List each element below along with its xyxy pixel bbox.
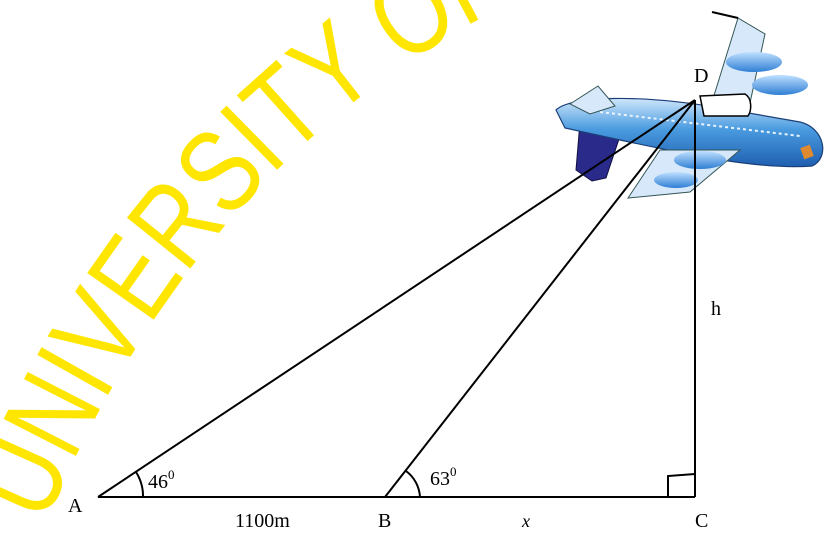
angle-label-A: 460: [148, 467, 175, 493]
triangle-lines: [97, 99, 696, 498]
height-label-h: h: [711, 298, 721, 320]
angle-arc-A: [135, 471, 145, 498]
point-label-C: C: [695, 510, 708, 532]
labels: A B C D 460 630 1100m x h: [68, 65, 721, 532]
point-label-D: D: [694, 65, 708, 87]
line-of-sight-BD: [384, 99, 696, 498]
airplane-image: [555, 11, 824, 199]
airplane-engine: [752, 75, 808, 95]
distance-label-AB: 1100m: [235, 510, 290, 532]
right-angle-marker-C: [667, 473, 696, 497]
line-of-sight-AD: [97, 99, 696, 498]
watermark-text: UNIVERSITY OF: [0, 0, 527, 535]
airplane-tail-fin: [568, 85, 616, 115]
watermark: UNIVERSITY OF: [0, 0, 527, 535]
angle-label-B: 630: [430, 464, 457, 490]
airplane-engine: [674, 151, 726, 169]
airplane-engine: [726, 52, 782, 72]
airplane-engine: [654, 172, 698, 188]
angle-arc-B: [405, 470, 421, 498]
point-label-B: B: [378, 510, 391, 532]
svg-text:UNIVERSITY OF: UNIVERSITY OF: [0, 0, 527, 535]
distance-label-BC: x: [521, 511, 530, 531]
point-label-A: A: [68, 495, 83, 517]
